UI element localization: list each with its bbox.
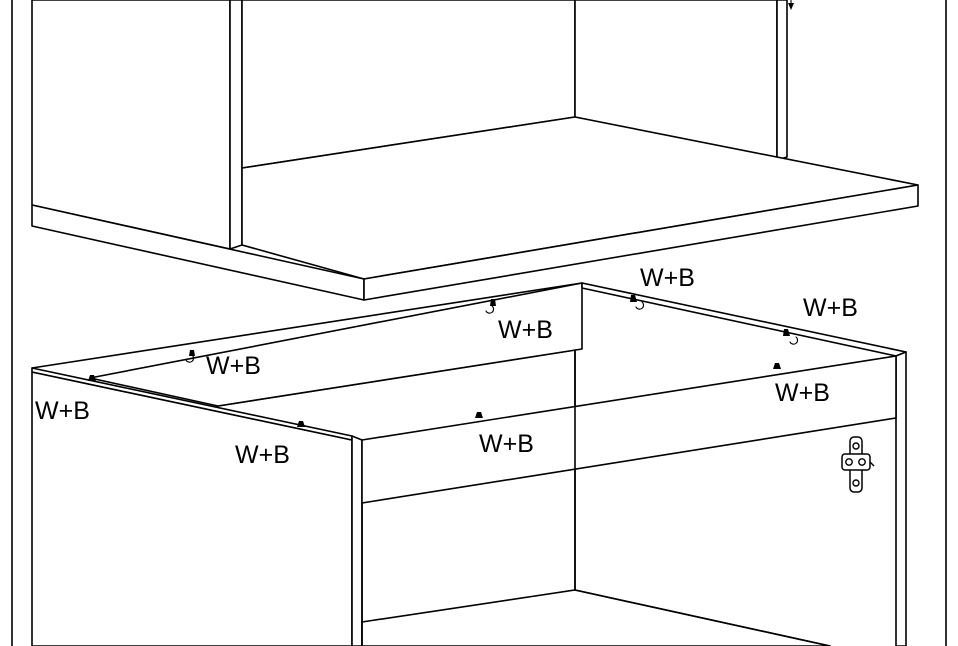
cam-fastener-icon	[185, 350, 195, 363]
fastener-label: W+B	[498, 316, 553, 344]
cam-fastener-icon	[783, 329, 799, 345]
lower-right-panel-edge	[895, 351, 907, 646]
lower-back-rail	[89, 282, 583, 407]
cam-fastener-icon	[630, 295, 645, 310]
fastener-label: W+B	[803, 294, 858, 322]
fastener-label: W+B	[479, 430, 534, 458]
lower-front-rail	[361, 355, 897, 504]
upper-left-panel-edge	[229, 0, 243, 250]
fastener-label: W+B	[775, 379, 830, 407]
fastener-label: W+B	[235, 441, 290, 469]
arrow-head	[788, 3, 794, 10]
fastener-labels: W+B W+B W+B W+B W+B W+B W+B W+B	[35, 264, 858, 469]
upper-bottom-shelf-side	[363, 184, 919, 301]
dowel-icon	[297, 421, 305, 427]
dowel-icon	[475, 412, 483, 418]
fastener-label: W+B	[640, 264, 695, 292]
fastener-label: W+B	[35, 397, 90, 425]
fastener-label: W+B	[206, 352, 261, 380]
fastener-markers	[88, 295, 799, 427]
lower-cabinet	[31, 282, 907, 646]
cam-fastener-icon	[485, 299, 496, 314]
dowel-icon	[88, 375, 96, 381]
dowel-icon	[773, 363, 781, 369]
lower-left-panel-edge	[351, 435, 363, 646]
back-top-edge	[31, 282, 583, 369]
hinge-icon	[841, 436, 875, 493]
upper-cabinet	[31, 0, 919, 301]
upper-right-panel-edge	[776, 0, 788, 161]
shelf-back-edge	[574, 589, 831, 646]
